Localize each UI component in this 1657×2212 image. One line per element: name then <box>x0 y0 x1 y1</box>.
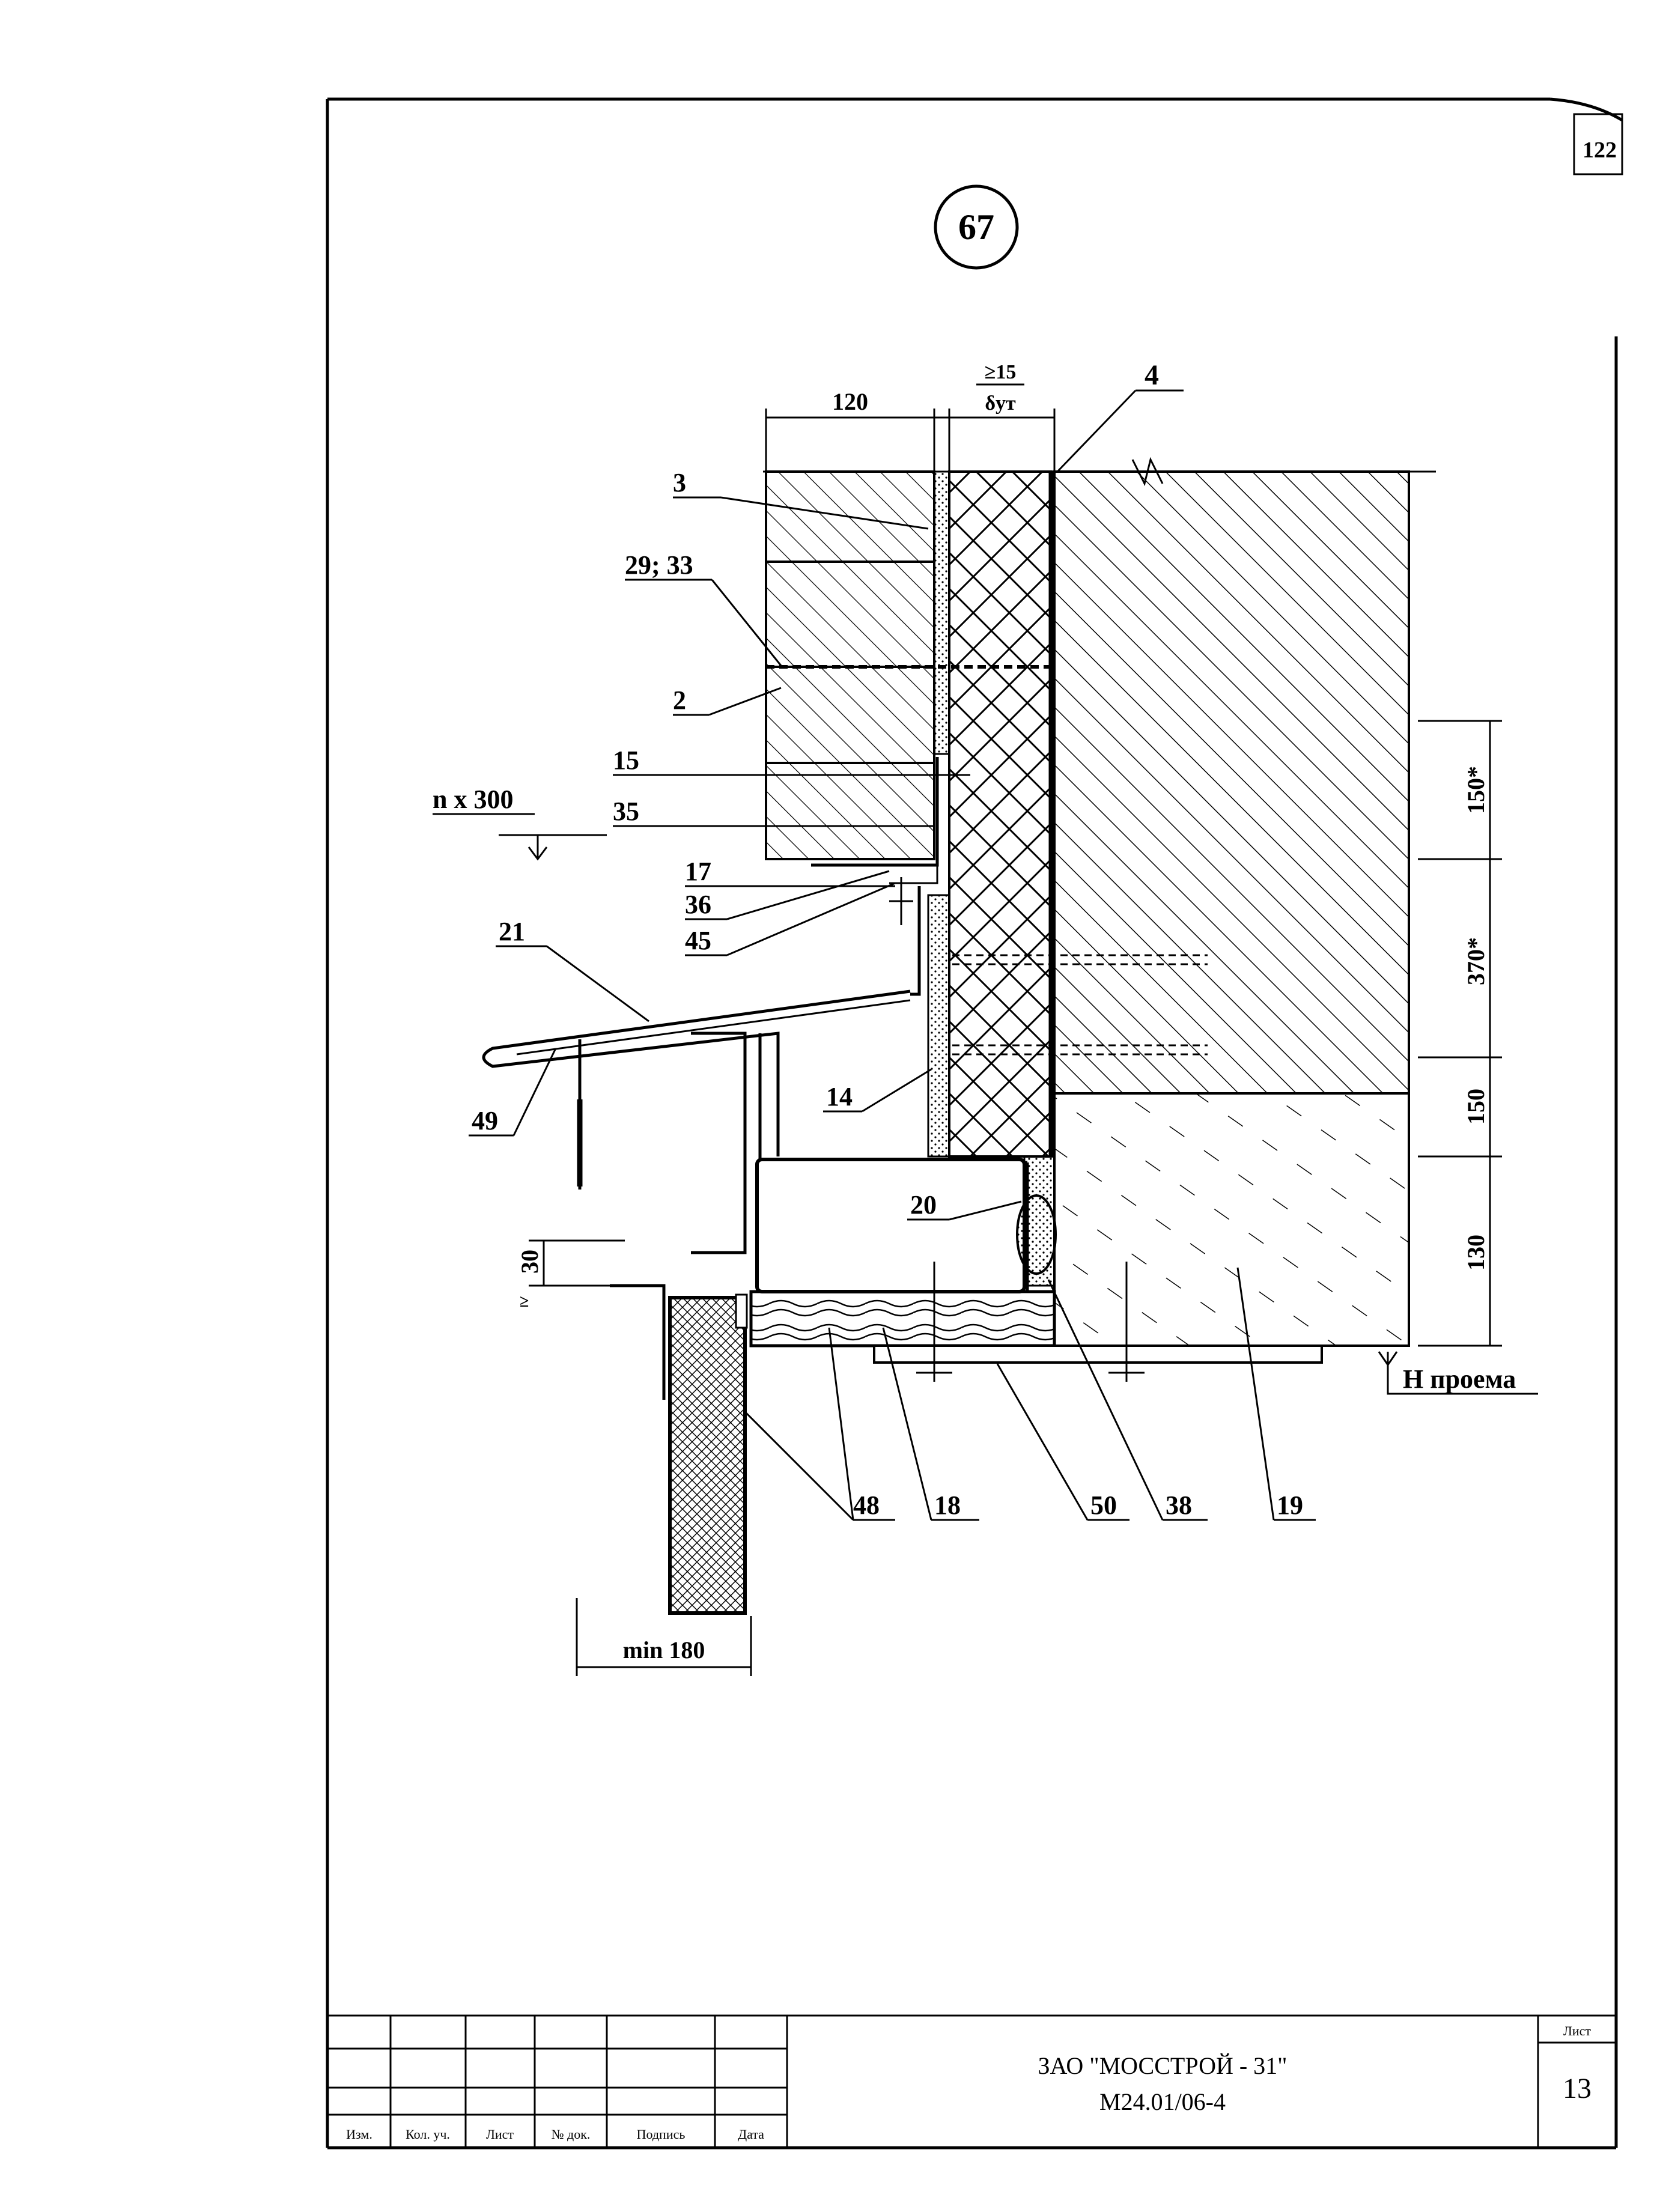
sheet-corner-number: 122 <box>1573 113 1623 175</box>
dim-min-180: min 180 <box>576 1598 752 1676</box>
sealant-cord <box>1016 1155 1057 1287</box>
detail-number-marker: 67 <box>934 184 1019 270</box>
tb-col-izm: Изм. <box>346 2127 372 2142</box>
opening-level-text: Н проема <box>1403 1364 1516 1394</box>
callout-14: 14 <box>826 1082 853 1111</box>
brick-facing <box>765 470 1051 860</box>
callout-35: 35 <box>613 797 639 826</box>
dim-right: 150* 370* 150 130 <box>1418 720 1502 1347</box>
callout-45: 45 <box>685 926 711 955</box>
dim-370-star-text: 370* <box>1462 937 1489 985</box>
dim-30-text: 30 <box>516 1250 543 1274</box>
opening-level-marker: Н проема <box>1378 1351 1538 1395</box>
window-panel <box>610 1284 748 1615</box>
wooden-block <box>749 1290 1056 1348</box>
title-block: Изм. Кол. уч. Лист № док. Подпись Дата З… <box>327 2014 1616 2148</box>
corner-number-text: 122 <box>1583 138 1617 163</box>
base-plate <box>873 1262 1323 1382</box>
callout-50: 50 <box>1090 1490 1117 1520</box>
callout-3: 3 <box>673 468 686 497</box>
step-marker: n x 300 <box>433 785 607 861</box>
tb-company: ЗАО "МОССТРОЙ - 31" <box>1038 2052 1287 2079</box>
tb-col-doc: № док. <box>552 2127 591 2142</box>
callout-19: 19 <box>1277 1490 1303 1520</box>
tb-sheet-label: Лист <box>1563 2023 1591 2038</box>
anchors <box>952 954 1208 1056</box>
dim-150-star-text: 150* <box>1462 766 1489 814</box>
dim-130-text: 130 <box>1462 1235 1489 1271</box>
tb-col-kol-uch: Кол. уч. <box>406 2127 450 2142</box>
dim-insulation-text: δут <box>985 392 1016 415</box>
detail-number-text: 67 <box>958 207 994 247</box>
plaster-gap <box>927 470 950 1158</box>
callout-4: 4 <box>1145 359 1159 391</box>
tb-sheet-number: 13 <box>1563 2073 1592 2104</box>
dim-120-text: 120 <box>832 388 868 415</box>
callout-20: 20 <box>910 1190 937 1220</box>
tb-col-list: Лист <box>486 2127 514 2142</box>
callout-18: 18 <box>934 1490 961 1520</box>
tb-document-code: М24.01/06-4 <box>1099 2088 1226 2115</box>
tb-col-date: Дата <box>738 2127 764 2142</box>
tb-col-signature: Подпись <box>637 2127 686 2142</box>
window-sill <box>482 989 911 1190</box>
callout-48: 48 <box>853 1490 880 1520</box>
concrete-wall <box>763 457 1436 1095</box>
callout-17: 17 <box>685 857 711 886</box>
insulation-layer <box>948 470 1054 1158</box>
callout-38: 38 <box>1166 1490 1192 1520</box>
support-bracket <box>811 757 939 996</box>
step-text: n x 300 <box>433 785 513 814</box>
dim-30-note-text: ≥ <box>520 1292 529 1311</box>
callout-49: 49 <box>472 1106 498 1135</box>
dim-150-text: 150 <box>1462 1089 1489 1125</box>
dim-min-180-text: min 180 <box>623 1636 705 1664</box>
dim-gap-text: ≥15 <box>985 361 1017 383</box>
lintel-block <box>1053 1092 1410 1347</box>
callout-2: 2 <box>673 685 686 715</box>
callouts: 3 29; 33 2 15 35 17 36 45 21 49 <box>469 359 1316 1521</box>
callout-15: 15 <box>613 746 639 775</box>
sheet-frame <box>326 97 1623 2150</box>
callout-36: 36 <box>685 890 711 919</box>
callout-29-33: 29; 33 <box>625 550 693 580</box>
dim-30: 30 ≥ <box>516 1239 625 1311</box>
dim-top: 120 ≥15 δут <box>765 361 1056 475</box>
callout-21: 21 <box>499 917 525 946</box>
